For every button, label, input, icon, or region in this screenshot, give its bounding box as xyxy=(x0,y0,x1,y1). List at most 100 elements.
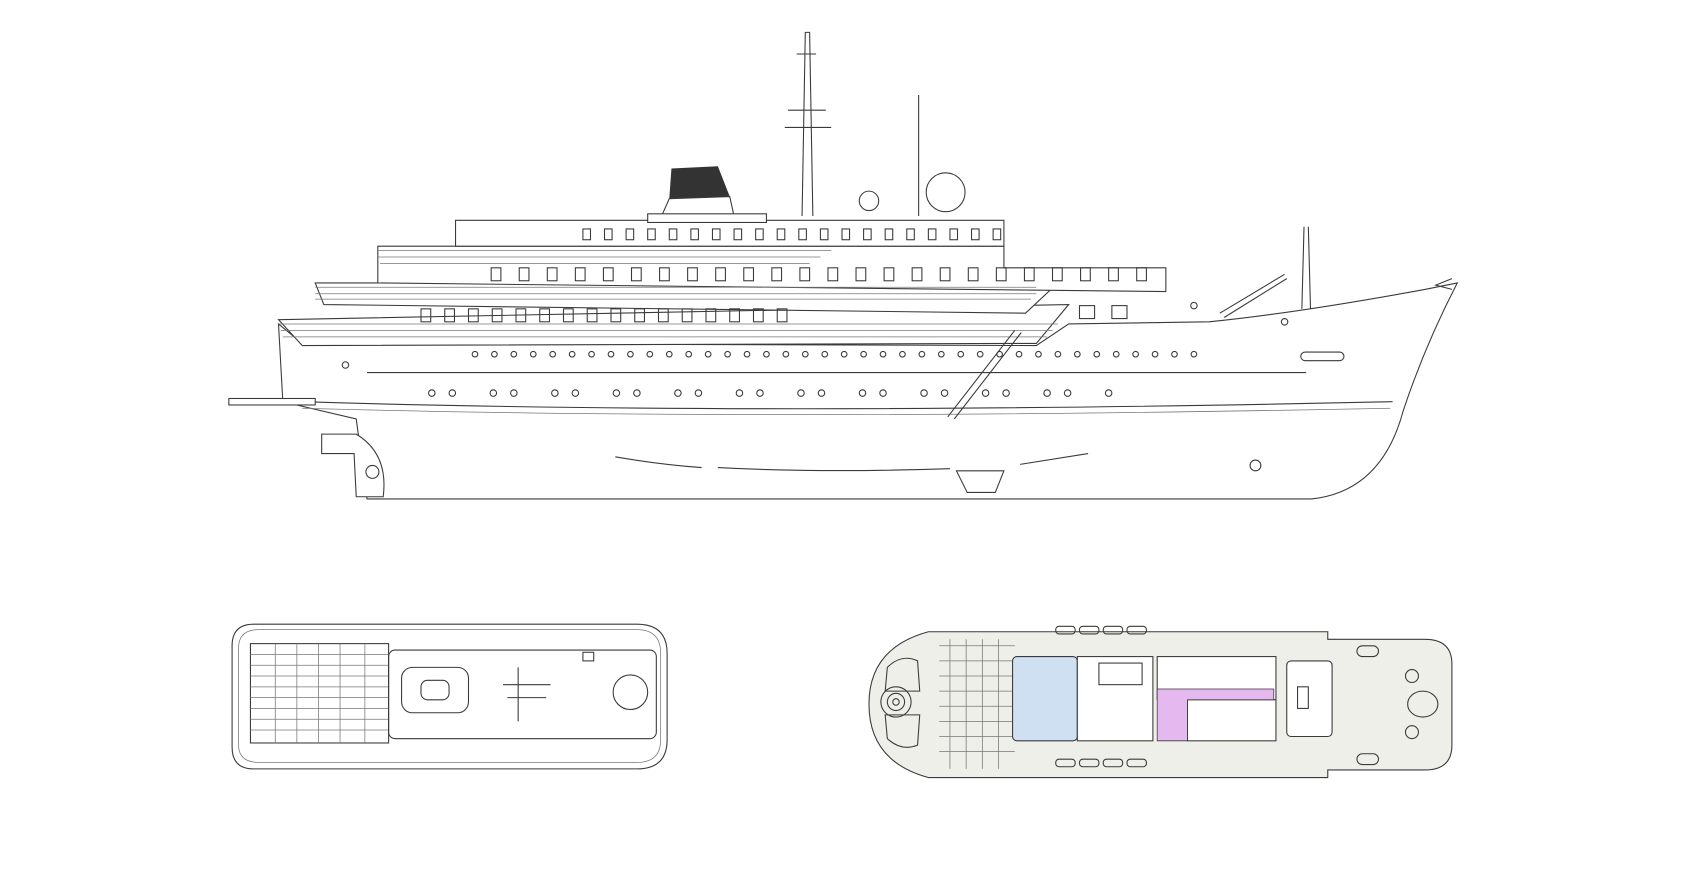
window xyxy=(610,308,622,323)
porthole xyxy=(735,389,744,397)
window xyxy=(939,267,951,282)
main-mast xyxy=(801,31,814,216)
porthole xyxy=(840,350,848,358)
liferafts xyxy=(1055,625,1147,768)
porthole xyxy=(782,350,790,358)
porthole xyxy=(633,389,641,397)
tender xyxy=(401,666,470,714)
liferaft xyxy=(1102,625,1124,635)
liferaft xyxy=(1102,758,1124,768)
porthole xyxy=(1015,350,1023,358)
window xyxy=(491,308,503,323)
porthole xyxy=(588,350,595,358)
aft-seating xyxy=(880,657,921,748)
window xyxy=(625,228,635,241)
porthole xyxy=(612,389,621,397)
window xyxy=(647,228,656,241)
window xyxy=(582,228,592,241)
sun-deck-plan xyxy=(231,623,668,770)
window xyxy=(776,308,788,323)
window xyxy=(970,228,980,241)
porthole xyxy=(694,389,703,397)
window xyxy=(659,267,670,282)
aft-deck-grid xyxy=(939,639,1015,769)
porthole xyxy=(821,350,829,358)
window xyxy=(515,308,527,323)
window xyxy=(884,228,894,241)
liferaft xyxy=(1126,625,1147,635)
bow-flag xyxy=(1434,278,1453,290)
window xyxy=(743,267,755,282)
window xyxy=(539,308,550,323)
window xyxy=(467,308,479,323)
porthole xyxy=(724,350,731,358)
gym xyxy=(1012,656,1078,742)
window xyxy=(634,308,645,323)
window xyxy=(911,267,923,282)
window xyxy=(967,267,979,282)
portholes xyxy=(341,301,1289,397)
window xyxy=(657,308,669,323)
porthole xyxy=(801,350,809,358)
window xyxy=(799,267,811,282)
window xyxy=(681,308,693,323)
window xyxy=(518,267,530,282)
rudder xyxy=(321,433,385,498)
window xyxy=(855,267,867,282)
porthole xyxy=(646,350,654,358)
sheer-line xyxy=(302,401,1393,410)
porthole xyxy=(1190,350,1198,358)
funnel-top xyxy=(669,166,730,199)
hull xyxy=(277,282,1459,500)
liferaft xyxy=(1078,625,1100,635)
window xyxy=(1108,267,1119,282)
porthole xyxy=(797,389,805,397)
porthole xyxy=(1190,301,1198,310)
window xyxy=(949,228,959,241)
porthole xyxy=(940,389,949,397)
window xyxy=(711,228,721,241)
porthole xyxy=(879,350,887,358)
porthole xyxy=(568,350,576,358)
crane xyxy=(1219,273,1288,318)
window xyxy=(420,308,432,323)
porthole xyxy=(860,350,867,358)
porthole xyxy=(918,350,926,358)
sun-deck-house xyxy=(388,649,657,740)
window xyxy=(841,228,851,241)
window xyxy=(1023,267,1035,282)
porthole xyxy=(529,350,537,358)
window xyxy=(690,228,699,241)
window xyxy=(602,267,614,282)
windows xyxy=(420,228,1147,323)
funnel-base xyxy=(612,674,649,711)
porthole xyxy=(1151,350,1159,358)
porthole xyxy=(549,350,557,358)
window xyxy=(603,228,613,241)
wheelhouse xyxy=(1286,660,1333,738)
sun-deck-house xyxy=(455,219,1005,247)
window xyxy=(574,267,586,282)
window xyxy=(906,228,915,241)
porthole xyxy=(1280,318,1289,326)
porthole xyxy=(674,389,682,397)
porthole xyxy=(920,389,928,397)
window xyxy=(705,308,717,323)
gangway xyxy=(947,330,1022,420)
porthole xyxy=(510,389,518,397)
window xyxy=(927,228,937,241)
window xyxy=(995,267,1007,282)
porthole xyxy=(471,350,479,358)
porthole xyxy=(551,389,559,397)
window xyxy=(444,308,456,323)
cabin-lower xyxy=(1186,699,1277,742)
porthole xyxy=(1073,350,1081,358)
davit xyxy=(503,667,551,722)
salon xyxy=(1076,656,1154,742)
radome-large xyxy=(925,172,966,213)
window xyxy=(863,228,872,241)
jacuzzi xyxy=(1407,690,1439,718)
window xyxy=(687,267,698,282)
porthole xyxy=(491,350,498,358)
porthole xyxy=(704,350,712,358)
